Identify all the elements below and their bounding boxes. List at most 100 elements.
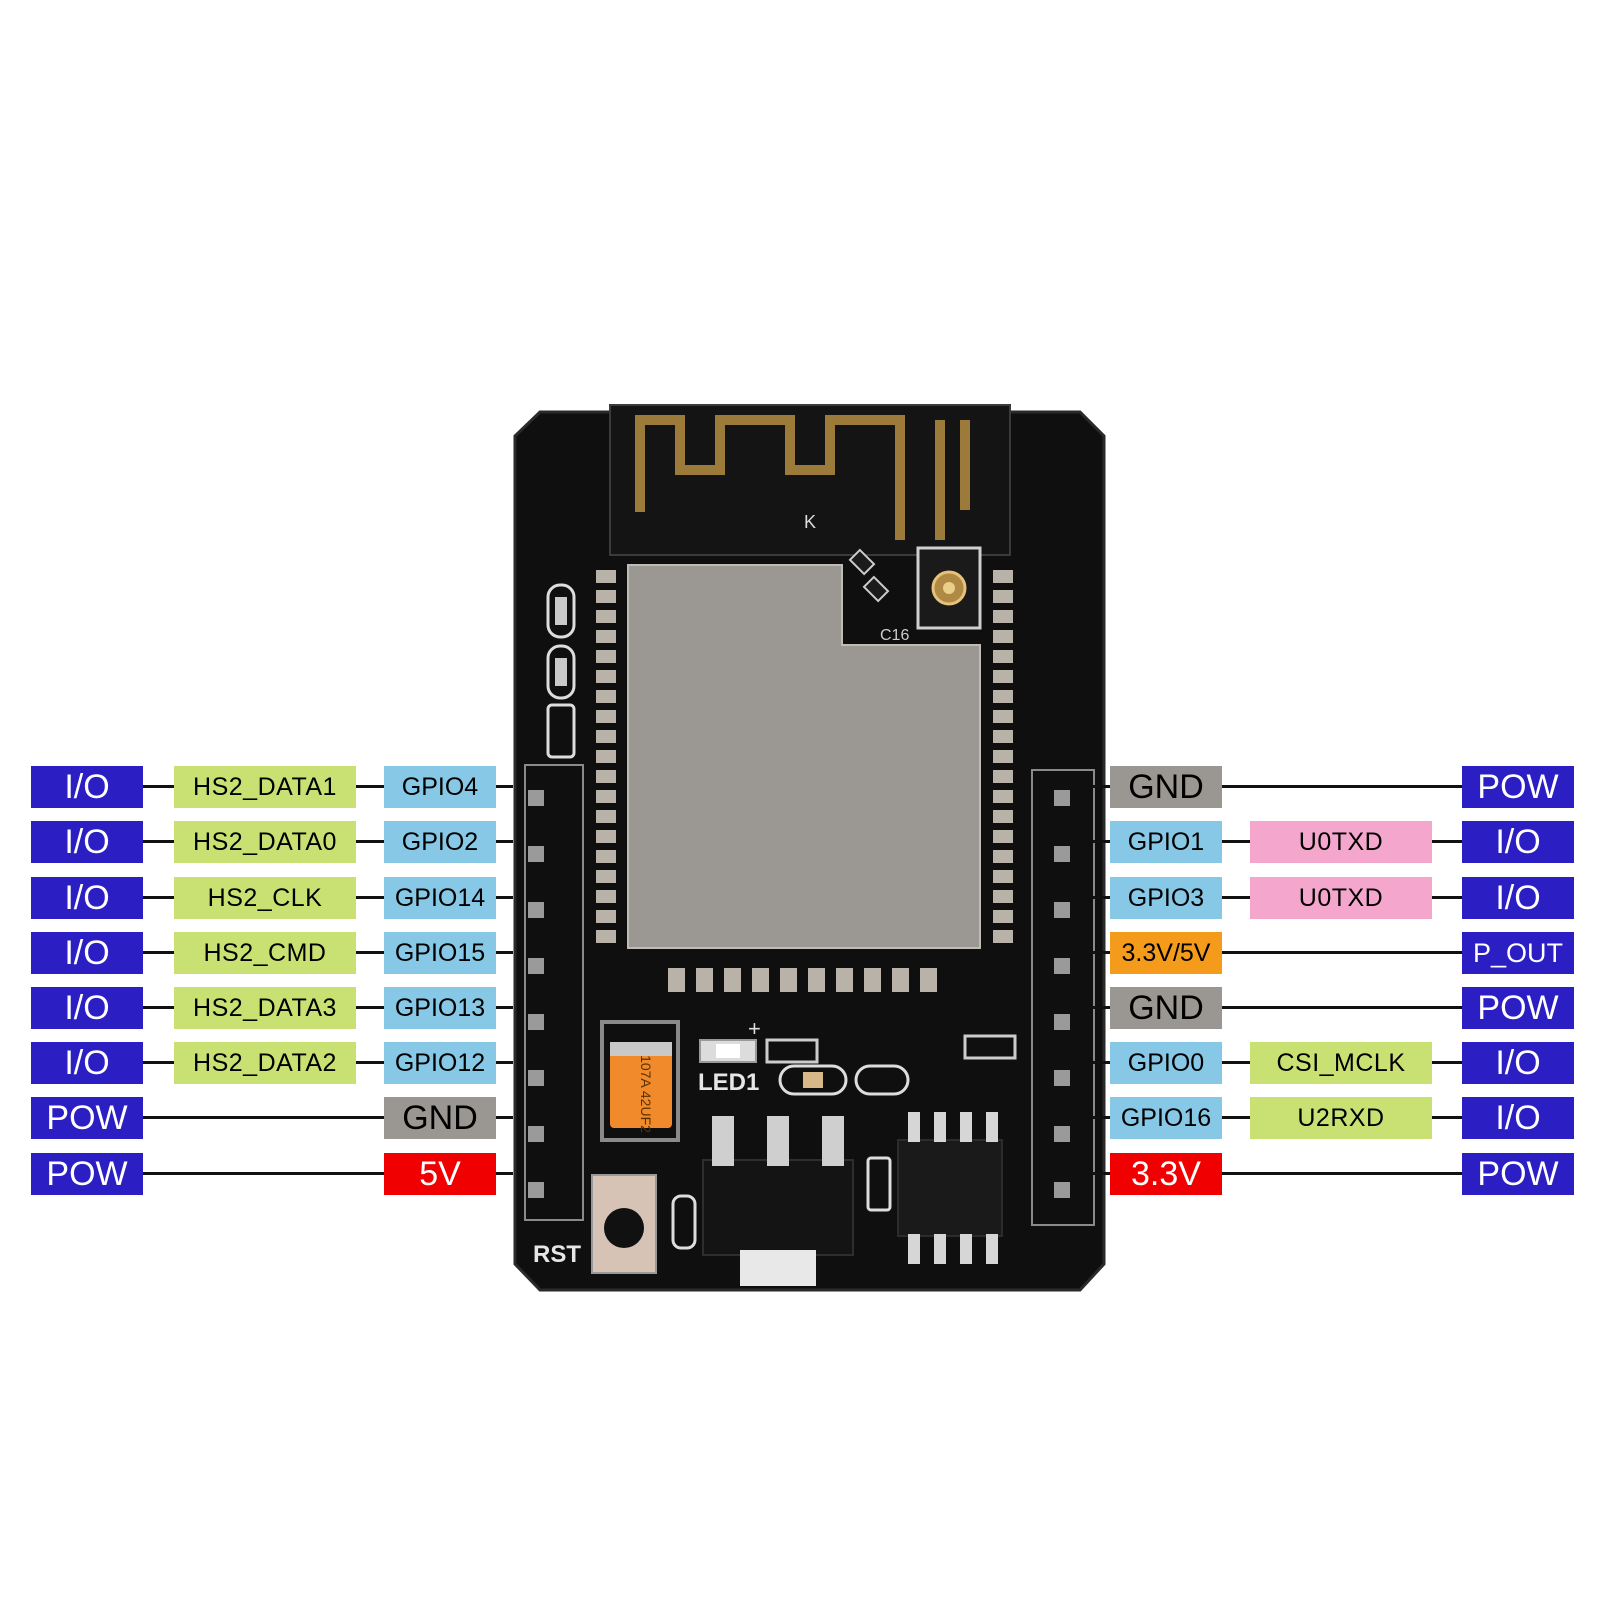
- pin-name-label: GPIO0: [1110, 1042, 1222, 1084]
- pin-type-label: POW: [31, 1153, 143, 1195]
- header-pins: [528, 790, 1070, 1198]
- pin-name-label: GPIO16: [1110, 1097, 1222, 1139]
- led-plus: +: [748, 1016, 761, 1041]
- module-pad-left: [596, 770, 616, 783]
- pin-gpio-label: GPIO14: [384, 877, 496, 919]
- module-pad-right: [993, 790, 1013, 803]
- module-pad-bottom: [892, 968, 909, 992]
- ic-pin-bottom: [986, 1234, 998, 1264]
- right-pin-row: GPIO3 U0TXD I/O: [0, 877, 1600, 919]
- pin-function-label: U2RXD: [1250, 1097, 1432, 1139]
- module-pad-right: [993, 890, 1013, 903]
- pin-gpio-label: GPIO2: [384, 821, 496, 863]
- module-pad-left: [596, 750, 616, 763]
- module-pad-right: [993, 570, 1013, 583]
- flash-ic: [897, 1139, 1003, 1237]
- cap-text: 107A 42UF2: [638, 1055, 654, 1133]
- module-pad-bottom: [780, 968, 797, 992]
- pin-name-label: GPIO1: [1110, 821, 1222, 863]
- pin-name-label: GND: [1110, 987, 1222, 1029]
- header-pin-right: [1054, 1126, 1070, 1142]
- pin-type-label: I/O: [1462, 877, 1574, 919]
- ic-pin-bottom: [934, 1234, 946, 1264]
- module-pad-left: [596, 630, 616, 643]
- pin-type-label: I/O: [1462, 821, 1574, 863]
- module-pad-right: [993, 930, 1013, 943]
- header-pin-right: [1054, 790, 1070, 806]
- pin-type-label: I/O: [31, 766, 143, 808]
- module-pad-left: [596, 870, 616, 883]
- module-pad-left: [596, 910, 616, 923]
- module-pad-right: [993, 810, 1013, 823]
- pin-gpio-label: GPIO15: [384, 932, 496, 974]
- pin-function-label: U0TXD: [1250, 877, 1432, 919]
- module-pad-right: [993, 610, 1013, 623]
- module-pad-bottom: [752, 968, 769, 992]
- ic-pin-top: [960, 1112, 972, 1142]
- antenna-mark: K: [804, 512, 816, 532]
- pin-wire: [1092, 785, 1462, 788]
- module-pad-bottom: [808, 968, 825, 992]
- pin-gpio-label: GND: [384, 1097, 496, 1139]
- header-pin-left: [528, 790, 544, 806]
- left-pin-row: I/O HS2_CMD GPIO15: [0, 932, 1600, 974]
- module-pad-bottom: [920, 968, 937, 992]
- led-label: LED1: [698, 1069, 759, 1096]
- module-pad-bottom: [696, 968, 713, 992]
- rst-label: RST: [533, 1241, 581, 1268]
- header-pin-left: [528, 958, 544, 974]
- module-pad-left: [596, 610, 616, 623]
- ic-pin-top: [908, 1112, 920, 1142]
- header-pin-right: [1054, 1182, 1070, 1198]
- module-pad-right: [993, 730, 1013, 743]
- pin-type-label: POW: [1462, 766, 1574, 808]
- pin-function-label: HS2_CMD: [174, 932, 356, 974]
- pin-type-label: P_OUT: [1462, 932, 1574, 974]
- pin-type-label: I/O: [31, 821, 143, 863]
- module-pad-left: [596, 570, 616, 583]
- pin-type-label: POW: [1462, 1153, 1574, 1195]
- ic-pin-top: [986, 1112, 998, 1142]
- ic-pin-bottom: [908, 1234, 920, 1264]
- pin-function-label: HS2_CLK: [174, 877, 356, 919]
- module-pad-left: [596, 810, 616, 823]
- antenna-ref: C16: [880, 627, 909, 644]
- module-bottom-pads: [668, 968, 937, 992]
- module-pad-right: [993, 770, 1013, 783]
- module-pad-left: [596, 830, 616, 843]
- module-pad-bottom: [724, 968, 741, 992]
- ic-pin-bottom: [960, 1234, 972, 1264]
- module-pad-left: [596, 790, 616, 803]
- module-pad-left: [596, 690, 616, 703]
- pin-type-label: I/O: [31, 1042, 143, 1084]
- module-pad-left: [596, 710, 616, 723]
- module-pad-left: [596, 730, 616, 743]
- right-pin-row: 3.3V/5V P_OUT: [0, 932, 1600, 974]
- pin-type-label: I/O: [31, 932, 143, 974]
- module-pad-right: [993, 910, 1013, 923]
- pin-name-label: 3.3V/5V: [1110, 932, 1222, 974]
- antenna-trace: [635, 415, 970, 540]
- header-pin-right: [1054, 846, 1070, 862]
- module-pad-right: [993, 650, 1013, 663]
- pin-name-label: GPIO3: [1110, 877, 1222, 919]
- left-pin-row: POW 5V: [0, 1153, 1600, 1195]
- pin-function-label: HS2_DATA3: [174, 987, 356, 1029]
- module-pads: [596, 570, 1013, 943]
- module-pad-left: [596, 890, 616, 903]
- pin-function-label: U0TXD: [1250, 821, 1432, 863]
- pin-gpio-label: 5V: [384, 1153, 496, 1195]
- pin-gpio-label: GPIO13: [384, 987, 496, 1029]
- module-pad-right: [993, 830, 1013, 843]
- left-header: [524, 764, 584, 1221]
- left-pin-row: I/O HS2_CLK GPIO14: [0, 877, 1600, 919]
- header-pin-left: [528, 846, 544, 862]
- antenna-area: [609, 404, 1011, 556]
